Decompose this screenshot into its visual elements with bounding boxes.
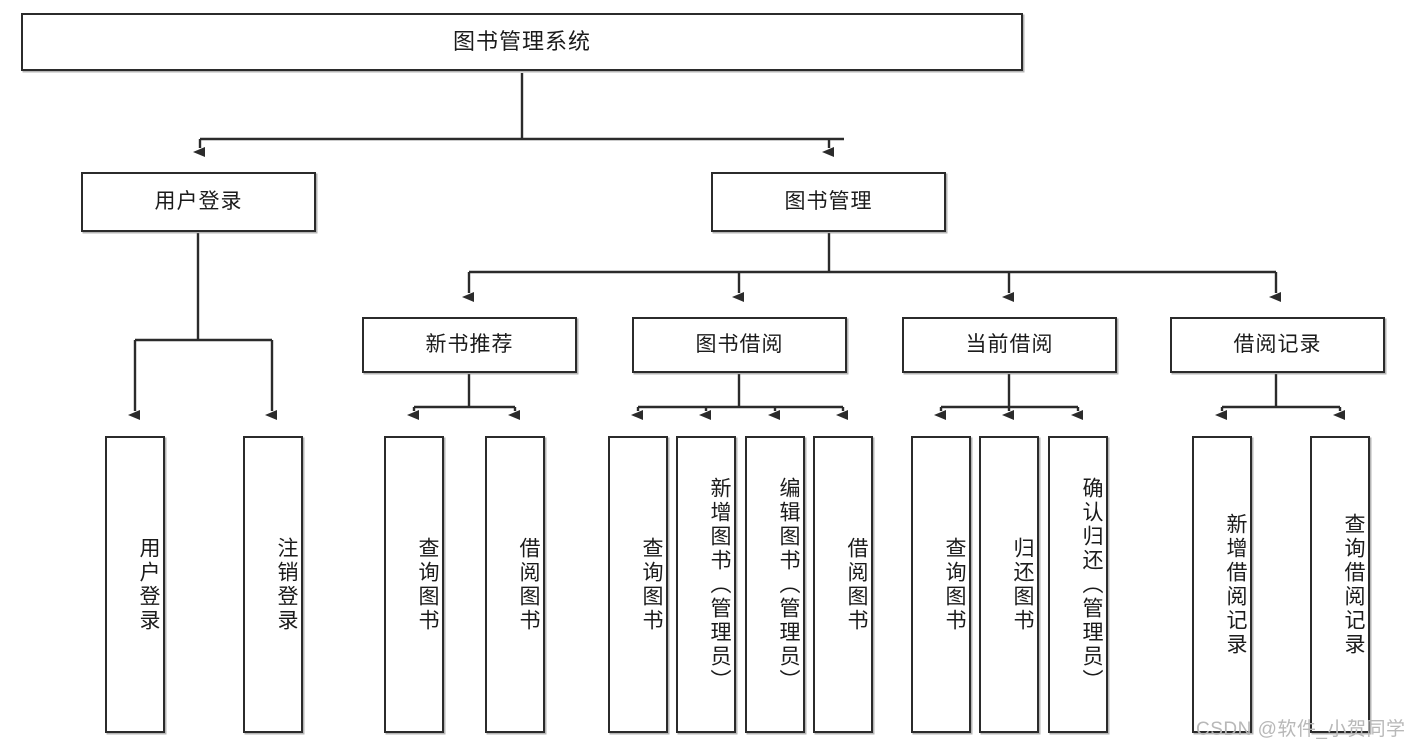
node-root-label: 图书管理系统 — [452, 28, 591, 54]
node-leaf-borrow-book-2-label: 借阅图书 — [845, 536, 868, 633]
node-new-book-rec-label: 新书推荐 — [425, 333, 514, 357]
node-leaf-add-book-label: 新增图书（管理员） — [708, 476, 731, 693]
node-leaf-confirm-return-label: 确认归还（管理员） — [1080, 476, 1103, 693]
node-book-borrow[interactable]: 图书借阅 — [632, 317, 847, 373]
node-leaf-query-record[interactable]: 查询借阅记录 — [1310, 436, 1370, 733]
node-leaf-return-book-label: 归还图书 — [1011, 536, 1034, 633]
node-leaf-query-book-1[interactable]: 查询图书 — [384, 436, 444, 733]
node-user-login[interactable]: 用户登录 — [81, 172, 316, 232]
watermark-text: CSDN @软件_小贺同学 — [1196, 719, 1405, 740]
node-leaf-user-login[interactable]: 用户登录 — [105, 436, 165, 733]
node-current-borrow[interactable]: 当前借阅 — [902, 317, 1117, 373]
node-borrow-record-label: 借阅记录 — [1233, 333, 1322, 357]
node-leaf-query-book-3-label: 查询图书 — [943, 536, 966, 633]
node-leaf-logout-label: 注销登录 — [275, 536, 298, 633]
node-leaf-query-book-2[interactable]: 查询图书 — [608, 436, 668, 733]
node-leaf-add-record-label: 新增借阅记录 — [1224, 512, 1247, 657]
node-leaf-borrow-book-1[interactable]: 借阅图书 — [485, 436, 545, 733]
node-book-manage-label: 图书管理 — [784, 190, 873, 214]
node-leaf-query-book-1-label: 查询图书 — [416, 536, 439, 633]
node-user-login-label: 用户登录 — [154, 190, 243, 214]
node-leaf-query-book-2-label: 查询图书 — [640, 536, 663, 633]
node-book-manage[interactable]: 图书管理 — [711, 172, 946, 232]
node-borrow-record[interactable]: 借阅记录 — [1170, 317, 1385, 373]
node-new-book-rec[interactable]: 新书推荐 — [362, 317, 577, 373]
node-leaf-return-book[interactable]: 归还图书 — [979, 436, 1039, 733]
node-current-borrow-label: 当前借阅 — [965, 333, 1054, 357]
node-leaf-logout[interactable]: 注销登录 — [243, 436, 303, 733]
node-root[interactable]: 图书管理系统 — [21, 13, 1023, 71]
node-leaf-edit-book-label: 编辑图书（管理员） — [777, 476, 800, 693]
node-leaf-borrow-book-2[interactable]: 借阅图书 — [813, 436, 873, 733]
node-leaf-edit-book[interactable]: 编辑图书（管理员） — [745, 436, 805, 733]
node-leaf-add-record[interactable]: 新增借阅记录 — [1192, 436, 1252, 733]
node-leaf-add-book[interactable]: 新增图书（管理员） — [676, 436, 736, 733]
node-leaf-confirm-return[interactable]: 确认归还（管理员） — [1048, 436, 1108, 733]
node-leaf-query-record-label: 查询借阅记录 — [1342, 512, 1365, 657]
node-leaf-user-login-label: 用户登录 — [137, 536, 160, 633]
node-leaf-borrow-book-1-label: 借阅图书 — [517, 536, 540, 633]
node-leaf-query-book-3[interactable]: 查询图书 — [911, 436, 971, 733]
node-book-borrow-label: 图书借阅 — [695, 333, 784, 357]
